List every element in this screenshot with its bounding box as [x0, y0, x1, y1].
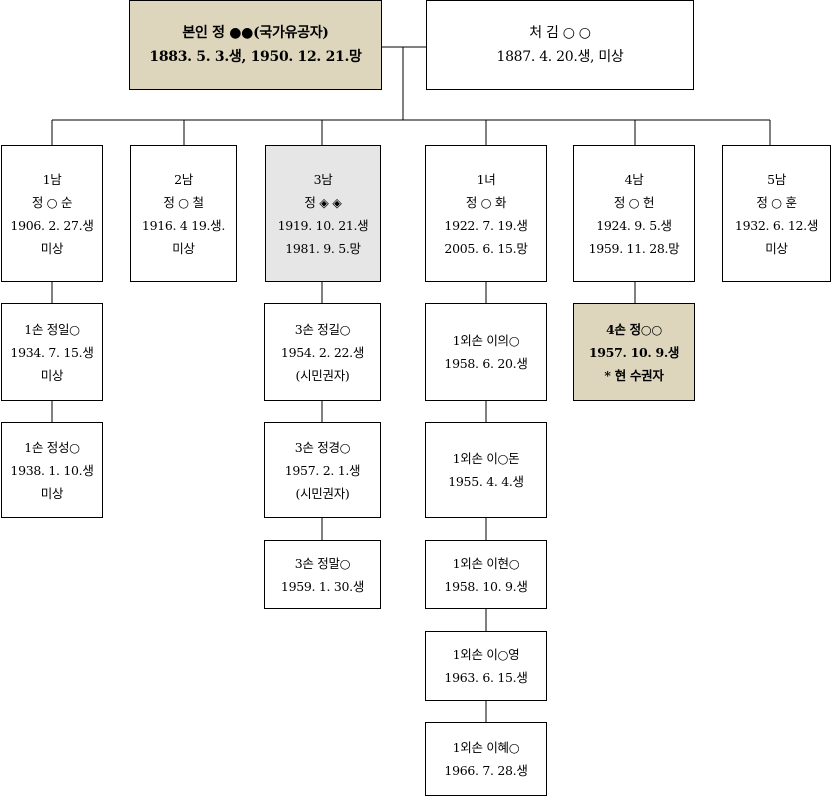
person-line: 1녀 [476, 171, 496, 187]
person-line: 1손 정일○ [24, 321, 80, 337]
person-box-wife: 처 김 ○ ○ 1887. 4. 20.생, 미상 [426, 0, 694, 90]
person-box-daughter1: 1녀 정 ○ 화 1922. 7. 19.생 2005. 6. 15.망 [425, 145, 547, 282]
person-line: 3손 정경○ [294, 439, 351, 455]
person-line: 2남 [174, 171, 193, 187]
person-box-outer-grandson1: 1외손 이의○ 1958. 6. 20.생 [425, 303, 547, 401]
person-line: (시민권자) [295, 485, 350, 501]
person-line: 4남 [624, 171, 644, 187]
person-line: 1외손 이현○ [452, 555, 520, 571]
person-line: 1958. 6. 20.생 [444, 356, 528, 371]
person-line: 1916. 4 19.생. [141, 217, 226, 233]
person-line: 1남 [42, 171, 62, 187]
person-box-son2: 2남 정 ○ 철 1916. 4 19.생. 미상 [130, 145, 237, 282]
person-box-grandson1a: 1손 정일○ 1934. 7. 15.생 미상 [1, 303, 103, 401]
person-box-outer-grandson3: 1외손 이현○ 1958. 10. 9.생 [425, 540, 547, 609]
person-line: 1887. 4. 20.생, 미상 [496, 49, 624, 65]
person-line: 1외손 이혜○ [452, 740, 520, 755]
person-box-son5: 5남 정 ○ 훈 1932. 6. 12.생 미상 [722, 145, 831, 282]
person-box-son3: 3남 정 ◈ ◈ 1919. 10. 21.생 1981. 9. 5.망 [265, 145, 381, 282]
person-line: 3남 [313, 171, 333, 187]
person-line: 본인 정 ●●(국가유공자) [182, 25, 329, 41]
person-line: 1922. 7. 19.생 [444, 217, 528, 233]
person-line: 정 ○ 헌 [613, 194, 655, 210]
person-box-self: 본인 정 ●●(국가유공자) 1883. 5. 3.생, 1950. 12. 2… [129, 0, 382, 90]
person-line: 1883. 5. 3.생, 1950. 12. 21.망 [149, 49, 362, 65]
person-line: 처 김 ○ ○ [529, 25, 591, 41]
person-line: 1919. 10. 21.생 [277, 217, 369, 233]
person-line: 정 ○ 화 [465, 194, 507, 210]
person-line: 미상 [40, 367, 64, 383]
person-line: 1외손 이의○ [452, 333, 520, 348]
person-line: 1906. 2. 27.생 [10, 217, 94, 233]
person-line: 정 ○ 순 [31, 194, 73, 210]
person-line: 정 ○ 훈 [756, 194, 797, 210]
person-line: 1958. 10. 9.생 [444, 578, 528, 594]
person-box-grandson3b: 3손 정경○ 1957. 2. 1.생 (시민권자) [264, 422, 381, 518]
person-line: 미상 [40, 240, 64, 256]
person-line: * 현 수권자 [604, 367, 664, 383]
person-box-outer-grandson2: 1외손 이○돈 1955. 4. 4.생 [425, 422, 547, 518]
person-line: 미상 [40, 485, 64, 501]
person-line: 1957. 10. 9.생 [588, 344, 680, 360]
person-line: 미상 [765, 240, 788, 256]
person-line: 1924. 9. 5.생 [596, 217, 672, 233]
person-line: 1외손 이○영 [452, 647, 520, 662]
person-box-outer-grandson4: 1외손 이○영 1963. 6. 15.생 [425, 631, 547, 701]
person-line: 1외손 이○돈 [452, 451, 520, 466]
person-box-grandson1b: 1손 정성○ 1938. 1. 10.생 미상 [1, 422, 103, 518]
person-box-grandson3c: 3손 정말○ 1959. 1. 30.생 [264, 540, 381, 609]
person-line: 4손 정○○ [605, 321, 663, 337]
person-line: 1932. 6. 12.생 [734, 217, 819, 233]
person-line: 1938. 1. 10.생 [10, 462, 94, 478]
person-box-son1: 1남 정 ○ 순 1906. 2. 27.생 미상 [1, 145, 103, 282]
person-line: 3손 정말○ [294, 555, 351, 571]
person-line: 1손 정성○ [24, 439, 80, 455]
person-line: 1981. 9. 5.망 [285, 240, 361, 256]
person-box-son4: 4남 정 ○ 헌 1924. 9. 5.생 1959. 11. 28.망 [573, 145, 695, 282]
person-box-outer-grandson5: 1외손 이혜○ 1966. 7. 28.생 [425, 722, 547, 796]
person-line: 1954. 2. 22.생 [280, 344, 365, 360]
person-box-grandson3a: 3손 정길○ 1954. 2. 22.생 (시민권자) [264, 303, 381, 401]
person-line: 1959. 11. 28.망 [588, 240, 680, 256]
person-line: 미상 [172, 240, 195, 256]
person-line: 1966. 7. 28.생 [444, 763, 528, 778]
person-line: 2005. 6. 15.망 [444, 240, 528, 256]
person-box-grandson4-current-holder: 4손 정○○ 1957. 10. 9.생 * 현 수권자 [573, 303, 695, 401]
person-line: 5남 [767, 171, 786, 187]
person-line: 1959. 1. 30.생 [280, 578, 365, 594]
person-line: 1934. 7. 15.생 [10, 344, 94, 360]
person-line: 3손 정길○ [294, 321, 351, 337]
person-line: 1963. 6. 15.생 [444, 670, 528, 685]
person-line: (시민권자) [295, 367, 350, 383]
person-line: 정 ◈ ◈ [304, 194, 342, 210]
person-line: 정 ○ 철 [163, 194, 204, 210]
person-line: 1955. 4. 4.생 [448, 474, 524, 489]
person-line: 1957. 2. 1.생 [284, 462, 361, 478]
